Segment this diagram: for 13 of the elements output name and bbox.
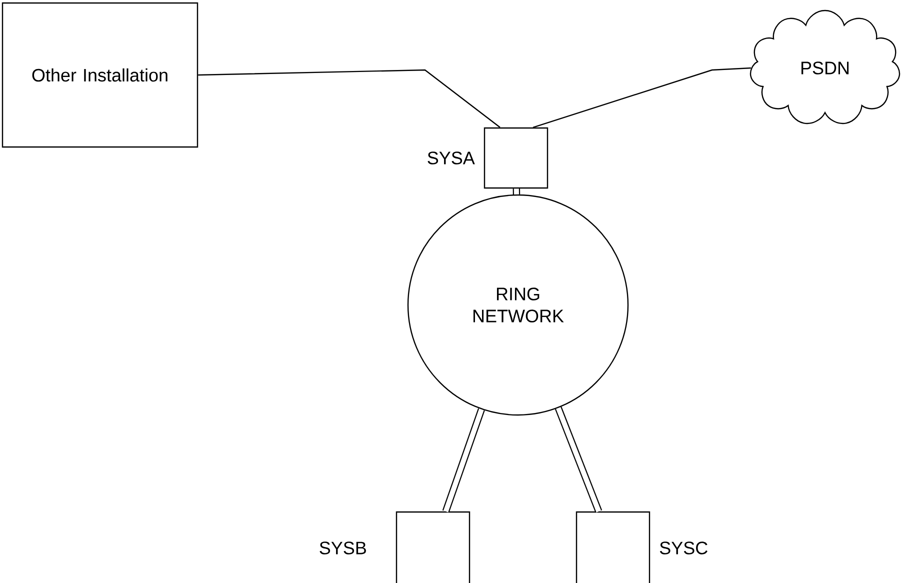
connector-line xyxy=(198,69,500,128)
installation-box: Other Installation xyxy=(2,2,198,148)
system-box xyxy=(484,127,548,189)
system-box xyxy=(576,511,650,583)
connector-line xyxy=(512,188,520,194)
connector-line xyxy=(554,406,602,513)
network-cloud: PSDN xyxy=(750,10,900,124)
system-label: SYSB xyxy=(320,542,366,554)
system-box xyxy=(396,511,470,583)
connector-line xyxy=(532,67,751,128)
connector-line xyxy=(442,408,485,513)
system-label: SYSC xyxy=(660,542,708,554)
system-label: SYSA xyxy=(428,152,475,164)
